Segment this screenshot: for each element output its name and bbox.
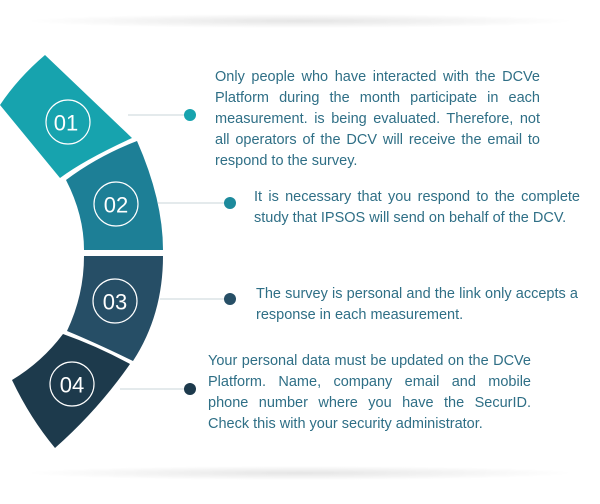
step-3: 03 bbox=[67, 256, 236, 361]
step-2-description: It is necessary that you respond to the … bbox=[254, 189, 580, 226]
step-4-number: 04 bbox=[60, 373, 84, 398]
step-1-description: Only people who have interacted with the… bbox=[215, 69, 540, 169]
step-1-dot bbox=[184, 109, 196, 121]
step-3-number-ring bbox=[92, 278, 138, 324]
step-2-dot bbox=[224, 197, 236, 209]
top-shadow bbox=[30, 14, 570, 28]
step-2-number-ring bbox=[93, 181, 139, 227]
step-1-number: 01 bbox=[54, 111, 78, 136]
bottom-shadow bbox=[30, 466, 570, 480]
step-4-dot bbox=[184, 383, 196, 395]
step-4-segment bbox=[12, 334, 130, 448]
step-4: 04 bbox=[12, 334, 196, 448]
step-1: 01 bbox=[0, 55, 196, 178]
step-1-number-ring bbox=[45, 99, 91, 145]
step-3-description: The survey is personal and the link only… bbox=[256, 286, 578, 323]
step-4-description: Your personal data must be updated on th… bbox=[208, 353, 531, 432]
step-2-segment bbox=[66, 141, 163, 250]
step-3-dot bbox=[224, 293, 236, 305]
step-2: 02 bbox=[66, 141, 236, 250]
step-3-number: 03 bbox=[103, 290, 127, 315]
step-1-segment bbox=[0, 55, 132, 178]
step-3-segment bbox=[67, 256, 163, 361]
step-4-number-ring bbox=[49, 361, 95, 407]
step-2-number: 02 bbox=[104, 193, 128, 218]
